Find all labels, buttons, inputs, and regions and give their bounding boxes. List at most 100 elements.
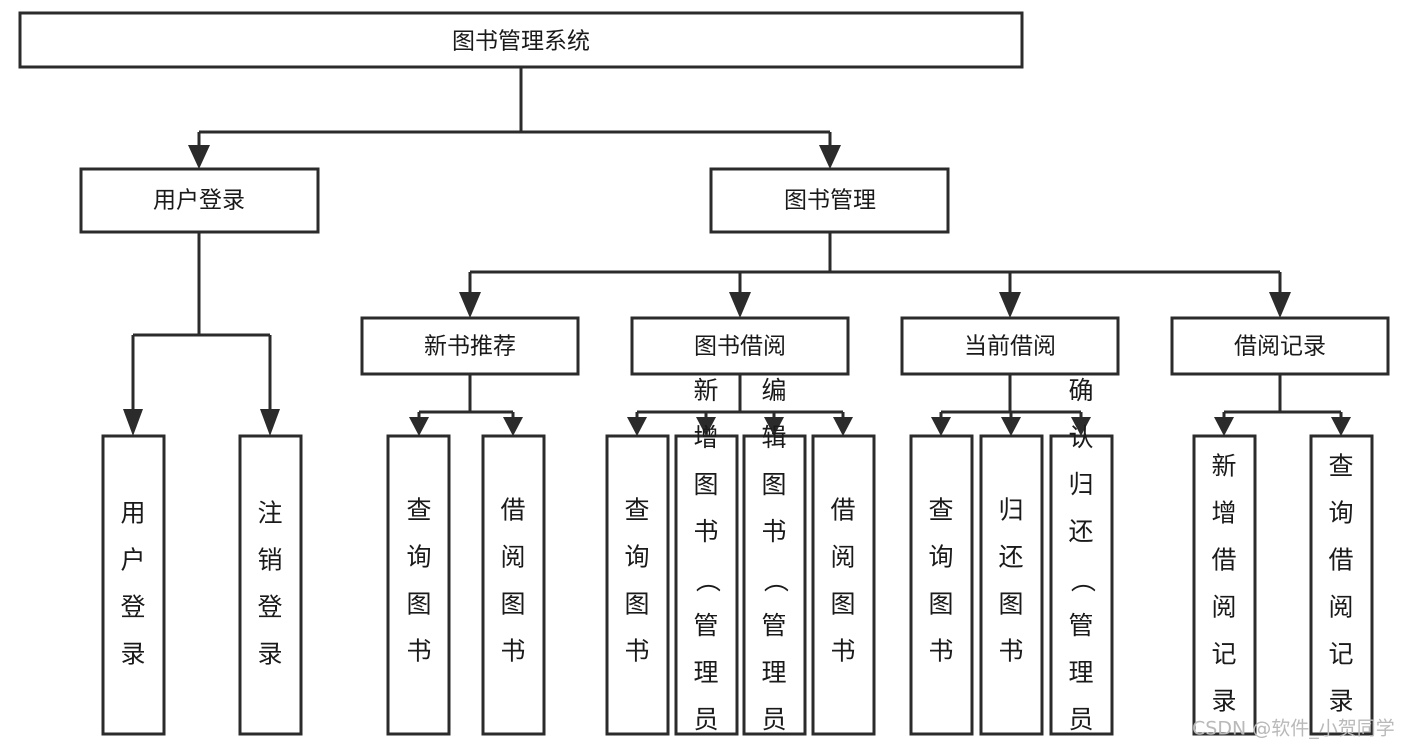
svg-text:员: 员 [761,705,786,734]
node-root[interactable]: 图书管理系统 [18,11,1024,69]
arrow-head-leaf-confirm-return-admin [1071,417,1091,436]
svg-text:（: （ [693,567,722,592]
svg-text:员: 员 [1068,705,1093,734]
svg-text:书: 书 [761,517,786,546]
node-leaf-borrow-book-2-box[interactable] [811,434,876,736]
svg-text:归: 归 [1068,470,1093,499]
svg-text:借: 借 [1328,546,1353,575]
svg-text:户: 户 [120,546,145,575]
svg-text:查: 查 [1328,452,1353,481]
node-leaf-query-book-1-box[interactable] [386,434,451,736]
node-borrow-record-box[interactable] [1170,316,1390,376]
svg-text:理: 理 [693,658,718,687]
node-leaf-user-login-label: 用户登录 [120,499,145,669]
node-user-login[interactable]: 用户登录 [79,167,320,234]
node-book-management-box[interactable] [709,167,950,234]
node-leaf-query-book-3-box[interactable] [909,434,974,736]
svg-text:新: 新 [1211,452,1236,481]
node-borrow-record[interactable]: 借阅记录 [1170,316,1390,376]
svg-text:书: 书 [693,517,718,546]
svg-text:管: 管 [1068,611,1093,640]
svg-text:录: 录 [1211,687,1236,716]
csdn-watermark: CSDN @软件_小贺同学 [1192,718,1395,740]
node-leaf-borrow-book-1-box[interactable] [481,434,546,736]
node-new-book-recommend[interactable]: 新书推荐 [360,316,580,376]
svg-text:归: 归 [998,496,1023,525]
node-leaf-edit-book-admin-box[interactable] [742,434,807,736]
node-book-management-label: 图书管理 [784,188,876,214]
svg-text:理: 理 [1068,658,1093,687]
svg-text:阅: 阅 [830,543,855,572]
node-leaf-query-book-2-box[interactable] [605,434,670,736]
node-current-borrow[interactable]: 当前借阅 [900,316,1120,376]
svg-text:录: 录 [120,640,145,669]
arrow-head-book-borrow [729,292,751,318]
node-current-borrow-box[interactable] [900,316,1120,376]
svg-text:管: 管 [693,611,718,640]
arrow-head-leaf-query-book-2 [627,417,647,436]
node-borrow-record-label: 借阅记录 [1234,334,1326,360]
node-leaf-add-book-admin-box[interactable] [674,434,739,736]
svg-text:图: 图 [928,590,953,619]
node-leaf-return-book-box[interactable] [979,434,1044,736]
svg-text:增: 增 [693,423,718,452]
svg-text:书: 书 [500,637,525,666]
node-leaf-user-login[interactable]: 用户登录 [101,434,166,736]
node-leaf-logout-login-box[interactable] [238,434,303,736]
node-root-box[interactable] [18,11,1024,69]
svg-text:辑: 辑 [761,423,786,452]
svg-text:查: 查 [624,496,649,525]
arrow-head-leaf-logout-login [260,409,280,436]
svg-text:借: 借 [500,496,525,525]
svg-text:询: 询 [406,543,431,572]
svg-text:登: 登 [257,593,282,622]
svg-text:图: 图 [406,590,431,619]
node-book-management[interactable]: 图书管理 [709,167,950,234]
svg-text:查: 查 [406,496,431,525]
node-current-borrow-label: 当前借阅 [964,334,1056,360]
node-root-label: 图书管理系统 [452,29,590,55]
svg-text:增: 增 [1211,499,1236,528]
node-leaf-user-login-box[interactable] [101,434,166,736]
svg-text:图: 图 [693,470,718,499]
node-book-borrow[interactable]: 图书借阅 [630,316,850,376]
svg-text:图: 图 [624,590,649,619]
svg-text:编: 编 [761,376,786,405]
arrow-head-leaf-add-borrow-record [1214,417,1234,436]
node-leaf-query-borrow-record-box[interactable] [1309,434,1374,736]
svg-text:书: 书 [998,637,1023,666]
svg-text:还: 还 [998,543,1023,572]
svg-text:图: 图 [998,590,1023,619]
svg-text:阅: 阅 [500,543,525,572]
svg-text:书: 书 [928,637,953,666]
node-book-borrow-box[interactable] [630,316,850,376]
node-new-book-recommend-box[interactable] [360,316,580,376]
node-leaf-add-borrow-record-box[interactable] [1192,434,1257,736]
svg-text:注: 注 [257,499,282,528]
node-new-book-recommend-label: 新书推荐 [424,334,516,360]
svg-text:销: 销 [257,546,282,575]
svg-text:员: 员 [693,705,718,734]
svg-text:阅: 阅 [1328,593,1353,622]
node-leaf-confirm-return-admin-box[interactable] [1049,434,1114,736]
node-user-login-box[interactable] [79,167,320,234]
svg-text:借: 借 [1211,546,1236,575]
svg-text:查: 查 [928,496,953,525]
